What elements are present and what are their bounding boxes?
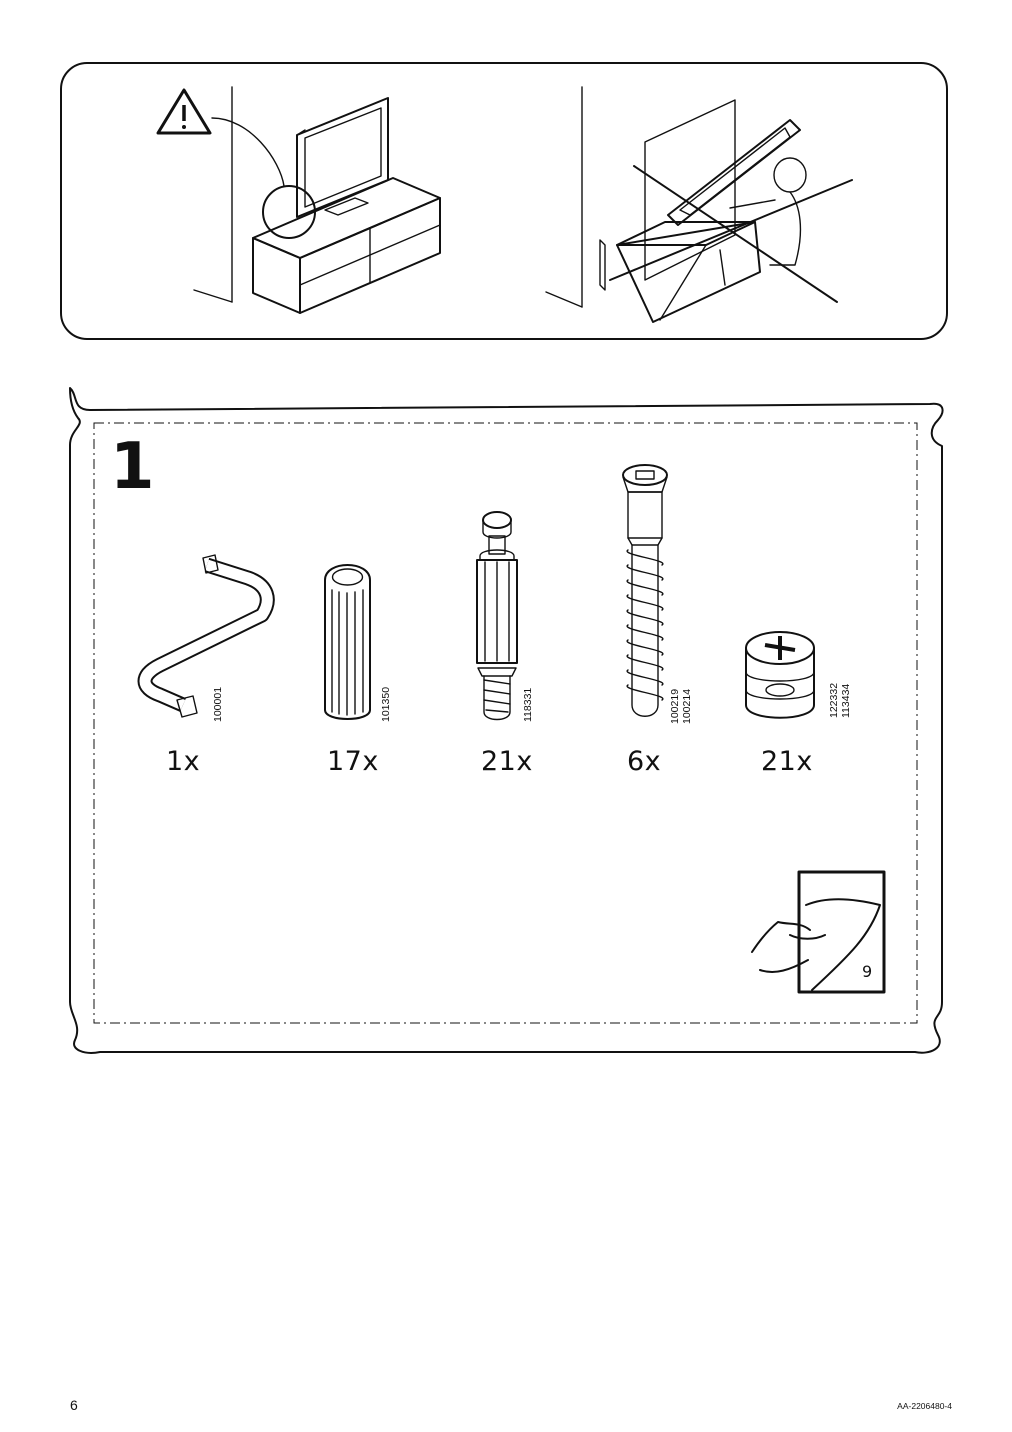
cam-lock-nut-icon [745, 631, 815, 719]
screw-icon [622, 464, 668, 717]
wooden-dowel-icon [324, 564, 371, 720]
tv-bench-correct-illustration [156, 86, 441, 314]
part-code: 101350 [380, 686, 392, 722]
cam-bolt-icon [476, 511, 518, 721]
warning-triangle-icon [156, 88, 212, 135]
page-number: 6 [70, 1397, 78, 1413]
page-turn-hand-icon [751, 870, 886, 994]
step-number: 1 [110, 430, 155, 504]
document-id: AA-2206480-4 [897, 1401, 952, 1411]
part-quantity: 1x [166, 746, 201, 777]
part-quantity: 6x [627, 746, 662, 777]
page-reference-number: 9 [862, 962, 873, 981]
parts-illustrations [137, 464, 886, 994]
step-box-outline [69, 387, 944, 1054]
part-code-line-text: 100214 [681, 688, 693, 724]
part-code-line-text: 113434 [840, 683, 852, 718]
part-code: 100001 [212, 686, 224, 722]
part-code-line-text: 122332 [828, 682, 840, 718]
part-code-line-text: 100219 [669, 688, 681, 724]
part-quantity: 21x [481, 746, 533, 777]
tv-tipping-incorrect-illustration [545, 86, 853, 323]
allen-key-icon [137, 554, 275, 718]
warning-illustration-panel [60, 62, 948, 340]
part-quantity: 21x [761, 746, 813, 777]
part-code: 118331 [522, 687, 534, 722]
part-quantity: 17x [327, 746, 379, 777]
